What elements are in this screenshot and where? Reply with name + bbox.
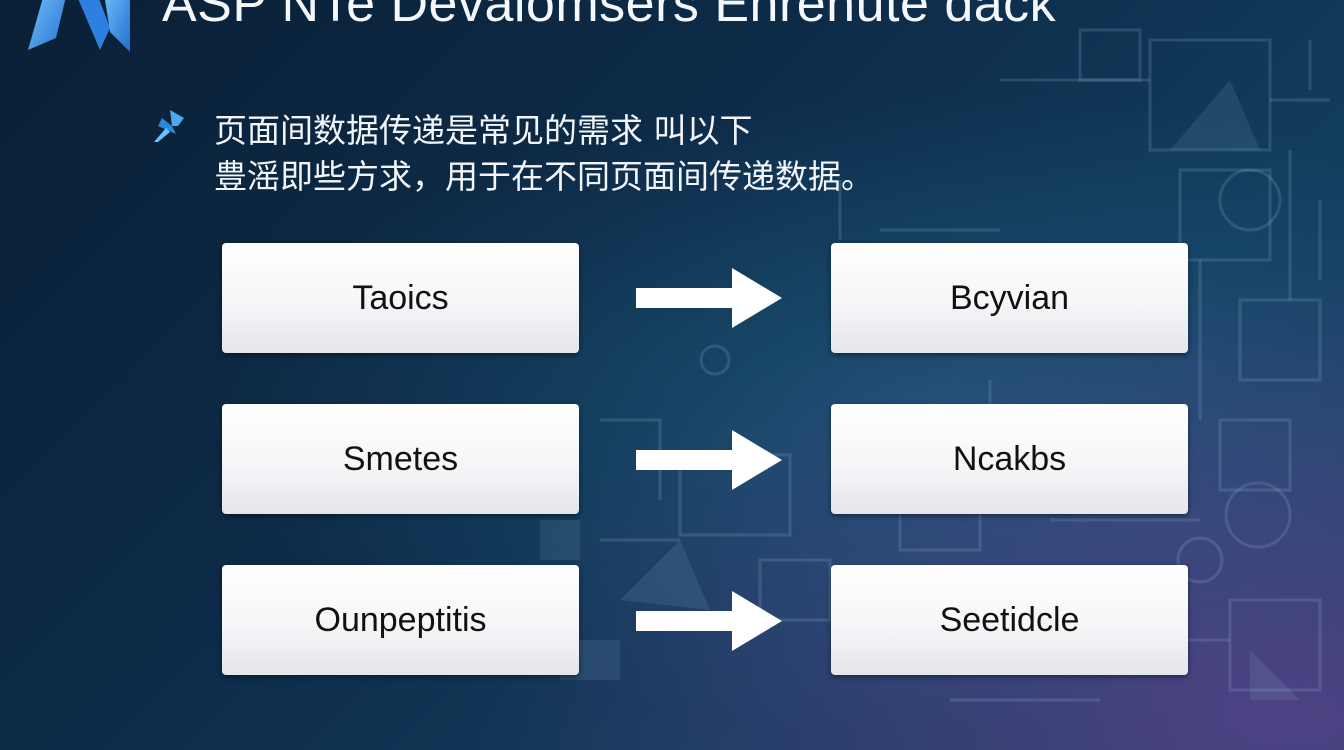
bullet-text: 页面间数据传递是常见的需求 叫以下 豊滛即些方求，用于在不同页面间传递数据。	[214, 108, 874, 200]
left-box-1: Taoics	[222, 243, 579, 353]
page-title: ASP NTe Devalomsers Enrenute dack	[162, 0, 1057, 33]
visual-studio-logo-icon	[28, 0, 130, 52]
right-box-2: Ncakbs	[831, 404, 1188, 514]
left-box-label: Ounpeptitis	[314, 600, 487, 639]
bullet-line-1: 页面间数据传递是常见的需求 叫以下	[214, 111, 753, 150]
right-arrow-icon	[636, 430, 782, 490]
right-box-label: Ncakbs	[952, 439, 1067, 478]
left-box-label: Taoics	[352, 278, 449, 317]
left-box-label: Smetes	[342, 439, 459, 478]
bullet-line-2: 豊滛即些方求，用于在不同页面间传递数据。	[214, 157, 874, 196]
right-box-3: Seetidcle	[831, 565, 1188, 675]
right-box-1: Bcyvian	[831, 243, 1188, 353]
pin-icon	[154, 110, 184, 142]
right-box-label: Seetidcle	[939, 600, 1080, 639]
left-box-3: Ounpeptitis	[222, 565, 579, 675]
right-box-label: Bcyvian	[949, 278, 1070, 317]
right-arrow-icon	[636, 591, 782, 651]
right-arrow-icon	[636, 268, 782, 328]
left-box-2: Smetes	[222, 404, 579, 514]
